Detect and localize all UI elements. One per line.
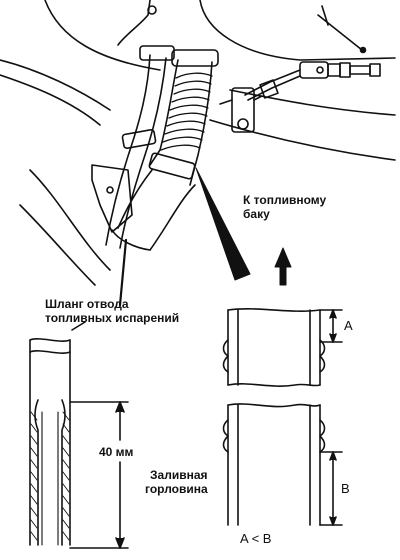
to-tank-label-line1: К топливному (243, 193, 327, 207)
dimension-40mm-label: 40 мм (97, 445, 136, 459)
pipe-segment-lower (222, 403, 326, 526)
leader-lines (118, 167, 251, 307)
dimension-40mm (69, 401, 129, 549)
to-tank-label-line2: баку (243, 207, 270, 221)
dimension-a-label: A (344, 318, 353, 333)
filler-neck-label-line1: Заливная (150, 468, 208, 482)
clamp-plate (91, 164, 133, 233)
fuel-line-fitting (244, 61, 381, 101)
corrugated-hose (148, 49, 219, 186)
top-wire (117, 0, 367, 54)
pipe-segment-upper (222, 308, 326, 387)
dimension-b-label: B (341, 481, 350, 496)
vapor-hose-label-line1: Шланг отвода (45, 297, 129, 311)
to-tank-arrow (274, 247, 292, 286)
dimension-a (319, 309, 343, 343)
vapor-hose-label-line2: топливных испарений (45, 311, 180, 325)
a-less-b-label: A < B (240, 531, 272, 546)
vapor-hose-upper (105, 45, 175, 249)
vehicle-body-outline (0, 0, 396, 286)
filler-neck-label-line2: горловина (145, 482, 208, 496)
mount-bracket (219, 87, 263, 133)
dimension-b (319, 451, 343, 526)
filler-neck-pipe (111, 169, 196, 251)
vapor-hose-section (29, 321, 86, 546)
